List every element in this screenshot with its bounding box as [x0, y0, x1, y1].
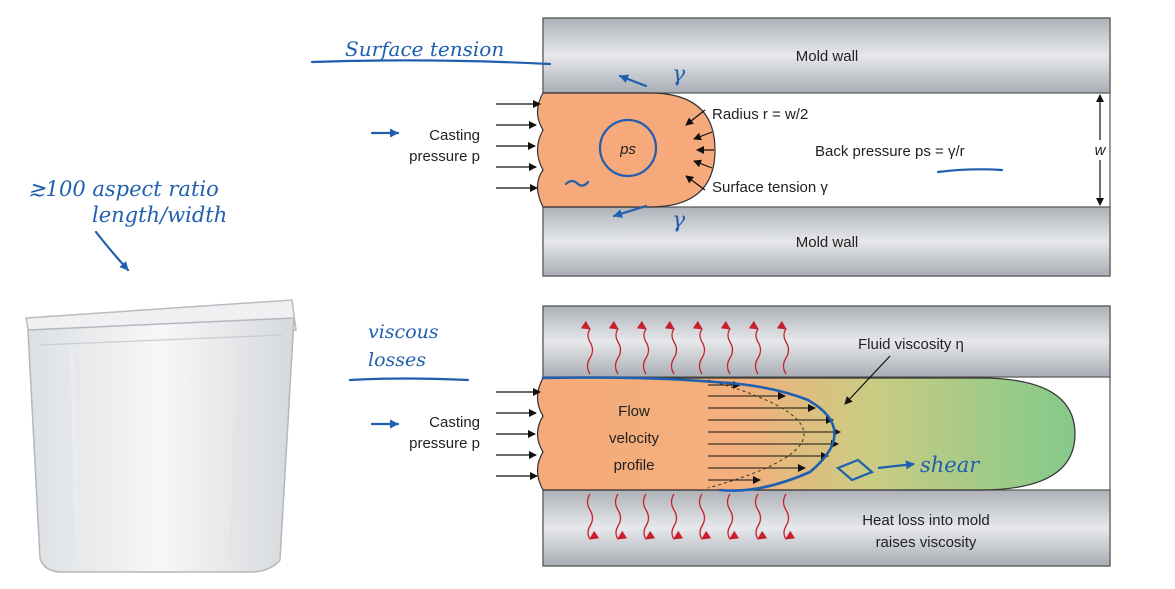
mold-wall-bottom: [542, 206, 1111, 277]
ink-profile-curve: [541, 376, 836, 492]
surface-tension-underline: [310, 59, 552, 66]
mold-wall-top-label: Mold wall: [796, 48, 859, 65]
ink-shear: shear: [920, 453, 981, 477]
mold-wall-top-2: [542, 305, 1111, 378]
ink-arrow-container: [94, 230, 130, 272]
viscous-underline: [348, 377, 470, 382]
surface-tension-label: Surface tension γ: [712, 179, 828, 196]
ink-viscous-2: losses: [368, 349, 426, 371]
casting-pressure-label-4: pressure p: [409, 435, 480, 452]
heat-loss-label-1: Heat loss into mold: [862, 512, 990, 529]
mold-wall-bottom-label: Mold wall: [796, 234, 859, 251]
mold-wall-bottom-2: [542, 489, 1111, 567]
ink-squiggle: [564, 179, 590, 187]
surface-tension-arrows: [685, 109, 714, 191]
melt-flow-bottom: [536, 377, 1076, 491]
ps-label: ps: [619, 141, 636, 158]
heat-loss-label-2: raises viscosity: [876, 534, 977, 551]
velocity-profile-arrows: [708, 381, 841, 484]
back-pressure-underline: [936, 168, 1004, 174]
flow-label-1: Flow: [618, 403, 650, 420]
back-pressure-label: Back pressure ps = γ/r: [815, 143, 965, 160]
ink-gamma-bottom: γ: [672, 208, 686, 233]
viscosity-arrow: [844, 355, 891, 405]
ink-viscous-1: viscous: [368, 321, 439, 343]
radius-label: Radius r = w/2: [712, 106, 808, 123]
ink-gamma-top: γ: [672, 62, 686, 87]
ink-surface-tension: Surface tension: [345, 37, 504, 61]
shear-parallelogram: [835, 458, 875, 482]
flow-label-3: profile: [614, 457, 655, 474]
velocity-profile-curve: [707, 379, 805, 489]
top-panel: Mold wall Mold wall Casting pressure p p…: [409, 17, 1111, 277]
bottom-panel: Casting pressure p Flow velocity profile…: [409, 305, 1111, 567]
melt-front-top: [536, 92, 716, 208]
container-photo: [25, 299, 297, 573]
viscosity-label: Fluid viscosity η: [858, 336, 964, 353]
ink-annotations: [94, 59, 1004, 492]
flow-label-2: velocity: [609, 430, 660, 447]
casting-pressure-label-1: Casting: [429, 127, 480, 144]
ink-shear-arrow: [877, 460, 915, 470]
gamma-arrow-top: [618, 74, 648, 88]
casting-pressure-label-2: pressure p: [409, 148, 480, 165]
ps-circle: [598, 118, 658, 178]
gamma-arrow-bottom: [612, 204, 648, 218]
ink-aspect-line-2: length/width: [92, 203, 227, 227]
pressure-arrows: [496, 100, 541, 192]
width-label: w: [1095, 142, 1107, 159]
ink-aspect-line-1: ≳100 aspect ratio: [28, 177, 219, 201]
heat-loss-arrows: [580, 320, 796, 540]
mold-wall-top: [542, 17, 1111, 94]
casting-pressure-label-3: Casting: [429, 414, 480, 431]
pressure-arrows-2: [496, 388, 541, 480]
